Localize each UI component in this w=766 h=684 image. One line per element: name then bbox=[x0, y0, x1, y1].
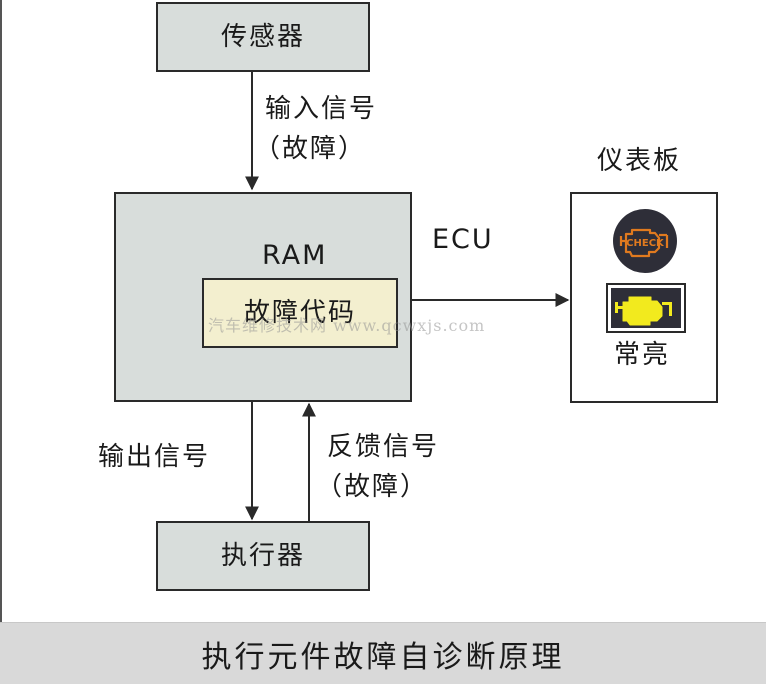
input-signal-label: 输入信号 bbox=[265, 94, 378, 124]
check-text: CHECK bbox=[626, 238, 665, 249]
dashboard-box: CHECK 常亮 bbox=[570, 192, 718, 403]
sensor-box: 传感器 bbox=[156, 2, 370, 72]
engine-warning-panel bbox=[606, 283, 686, 333]
engine-warning-icon bbox=[611, 288, 681, 328]
fault-code-label: 故障代码 bbox=[243, 298, 356, 328]
sensor-label: 传感器 bbox=[220, 22, 305, 52]
actuator-box: 执行器 bbox=[156, 521, 370, 591]
always-on-label: 常亮 bbox=[614, 340, 671, 370]
watermark: 汽车维修技术网 www.qcwxjs.com bbox=[208, 316, 486, 335]
caption-bar: 执行元件故障自诊断原理 bbox=[0, 622, 766, 684]
ram-label: RAM bbox=[262, 240, 328, 271]
ecu-box: RAM 故障代码 bbox=[114, 192, 412, 402]
actuator-label: 执行器 bbox=[220, 541, 305, 571]
check-engine-icon: CHECK bbox=[613, 209, 677, 273]
dashboard-label: 仪表板 bbox=[597, 146, 682, 176]
feedback-signal-fault-label: （故障） bbox=[316, 472, 429, 502]
left-border bbox=[0, 0, 2, 622]
output-signal-label: 输出信号 bbox=[98, 442, 211, 472]
caption: 执行元件故障自诊断原理 bbox=[201, 639, 565, 675]
fault-code-box: 故障代码 bbox=[202, 278, 398, 348]
input-signal-fault-label: （故障） bbox=[254, 134, 367, 164]
ecu-label: ECU bbox=[432, 224, 494, 255]
feedback-signal-label: 反馈信号 bbox=[327, 432, 440, 462]
